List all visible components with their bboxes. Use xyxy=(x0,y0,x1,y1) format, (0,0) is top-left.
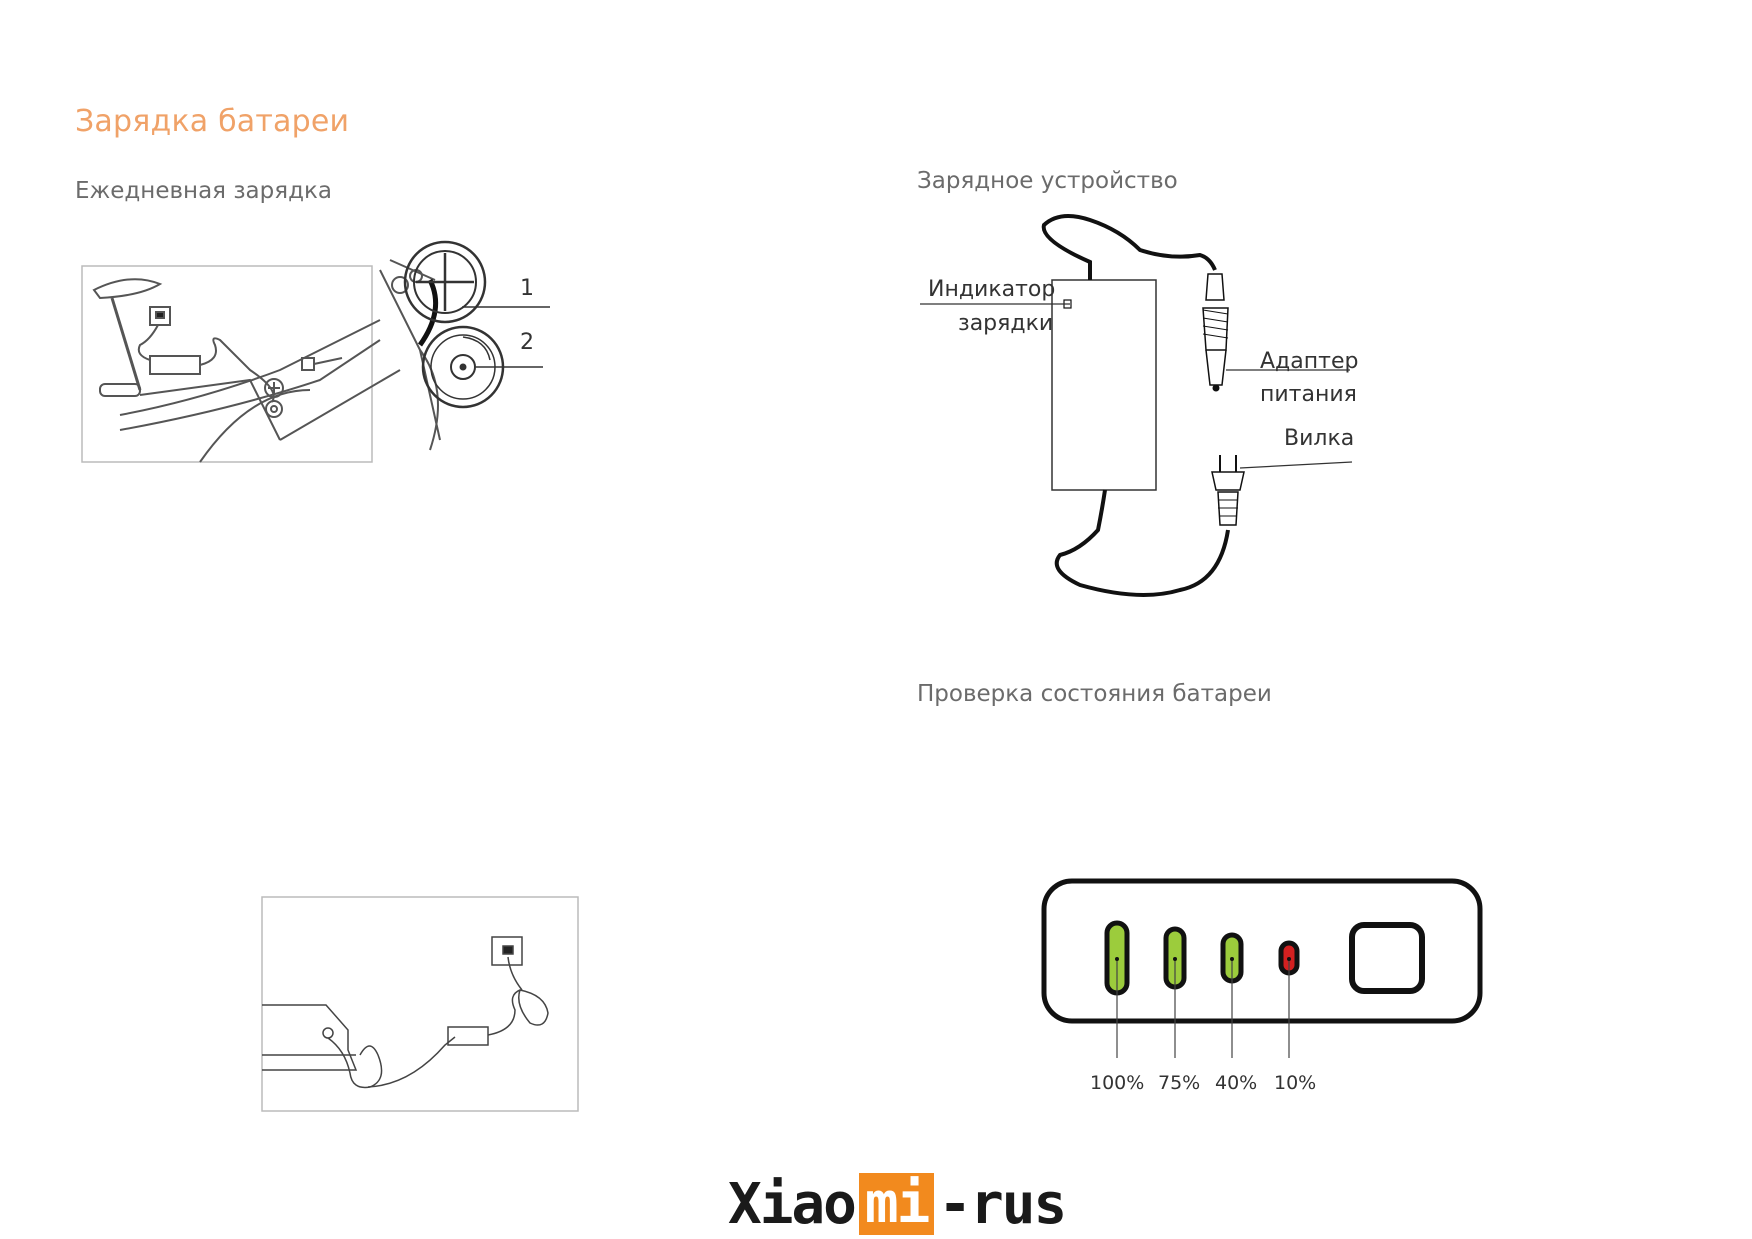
level-label-100: 100% xyxy=(1090,1072,1145,1094)
logo-text-right: -rus xyxy=(938,1171,1067,1237)
logo-mi-badge: mi xyxy=(858,1173,935,1235)
level-label-40: 40% xyxy=(1215,1072,1258,1094)
charger-illustration xyxy=(920,214,1353,597)
callout-port-1-icon xyxy=(403,240,550,324)
battery-check-heading: Проверка состояния батареи xyxy=(917,681,1272,707)
xiaomi-rus-logo: Xiao mi -rus xyxy=(728,1171,1067,1237)
callout-number-2: 2 xyxy=(520,330,534,355)
bike-charging-illustration xyxy=(81,259,441,463)
callout-port-2-icon xyxy=(421,325,543,409)
indicator-label-line1: Индикатор xyxy=(928,277,1056,302)
charger-heading: Зарядное устройство xyxy=(917,168,1178,194)
page-title: Зарядка батареи xyxy=(75,104,350,139)
logo-text-left: Xiao xyxy=(728,1171,857,1237)
indicator-label-line2: зарядки xyxy=(958,311,1054,336)
adapter-label-line1: Адаптер xyxy=(1260,349,1359,374)
level-label-10: 10% xyxy=(1274,1072,1317,1094)
callout-number-1: 1 xyxy=(520,276,534,301)
battery-indicator-panel xyxy=(1041,878,1483,1058)
power-button-icon xyxy=(1349,922,1425,994)
level-label-75: 75% xyxy=(1158,1072,1201,1094)
home-charging-illustration xyxy=(261,896,579,1112)
daily-charging-heading: Ежедневная зарядка xyxy=(75,178,332,204)
plug-label: Вилка xyxy=(1284,426,1355,451)
adapter-label-line2: питания xyxy=(1260,382,1357,407)
